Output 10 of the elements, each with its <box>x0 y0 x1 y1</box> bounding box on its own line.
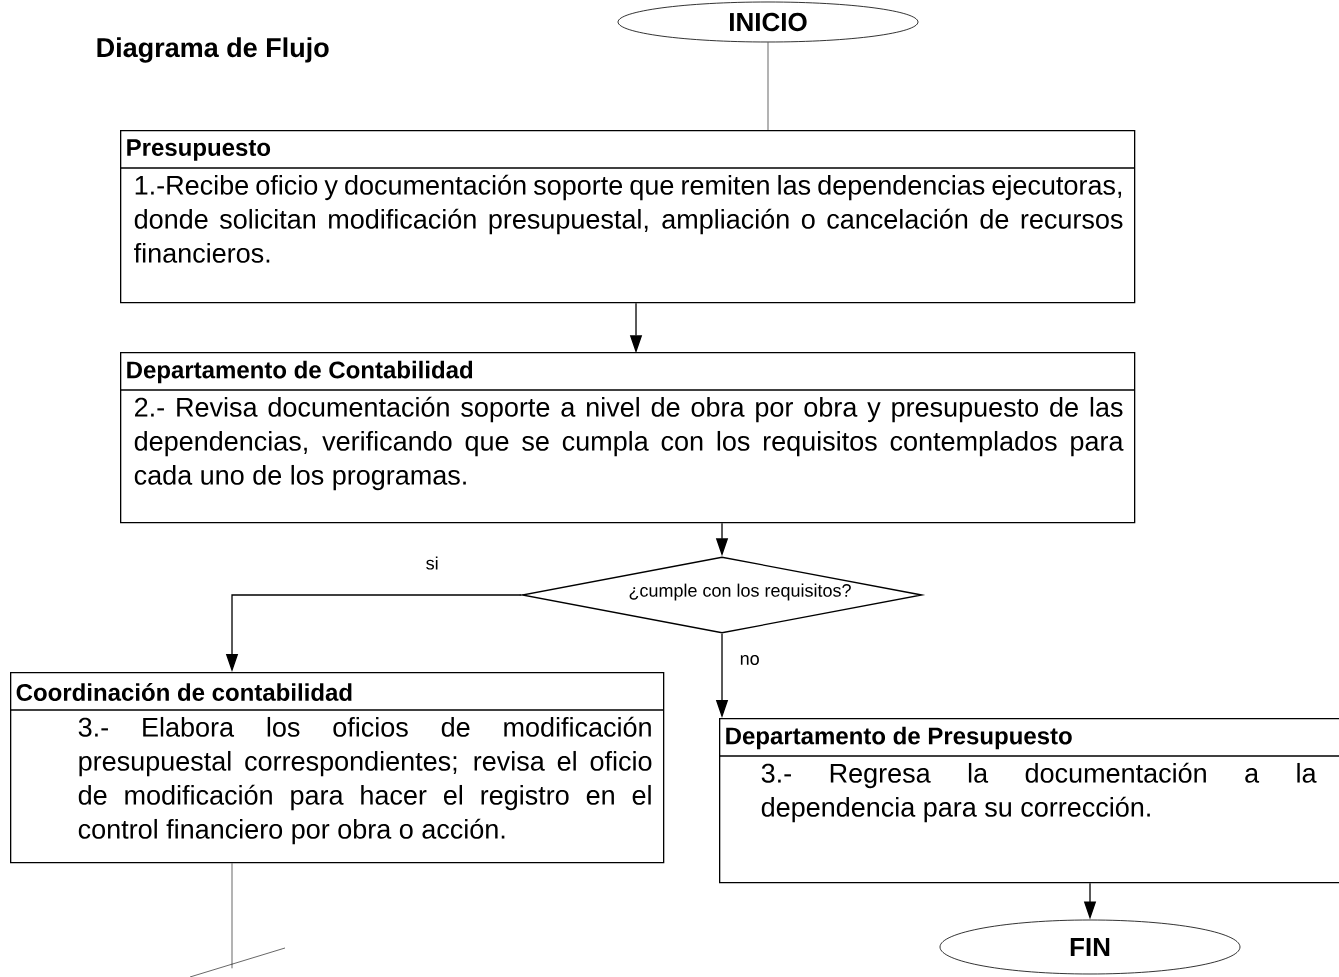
process-box: Departamento de Presupuesto 3.- Regresa la documentación a la dependencia para su corrección. <box>718 718 1339 884</box>
title: Diagrama de Flujo <box>97 37 329 63</box>
process-box: Presupuesto 1.-Recibe oficio y documentación soporte que remiten las dependencias ejecutoras, donde solicitan modificación presupuestal, ampliación o cancelación de recursos financieros. <box>119 130 1136 304</box>
process-box: Coordinación de contabilidad 3.- Elabora los oficios de modificación presupuestal correspondientes; revisa el oficio de modificación para hacer el registro en el control financiero por obra o acción. <box>9 672 665 864</box>
process-box: Departamento de Contabilidad 2.- Revisa documentación soporte a nivel de obra por obra y presupuesto de las dependencias, verificando que se cumpla con los requisitos contemplados para cada uno de los programas. <box>119 352 1136 524</box>
edge-label: si <box>424 555 440 571</box>
terminal-oval: INICIO <box>617 1 919 43</box>
terminal-oval: FIN <box>939 919 1241 975</box>
edge-label: no <box>738 654 761 666</box>
connector-line <box>767 42 769 131</box>
